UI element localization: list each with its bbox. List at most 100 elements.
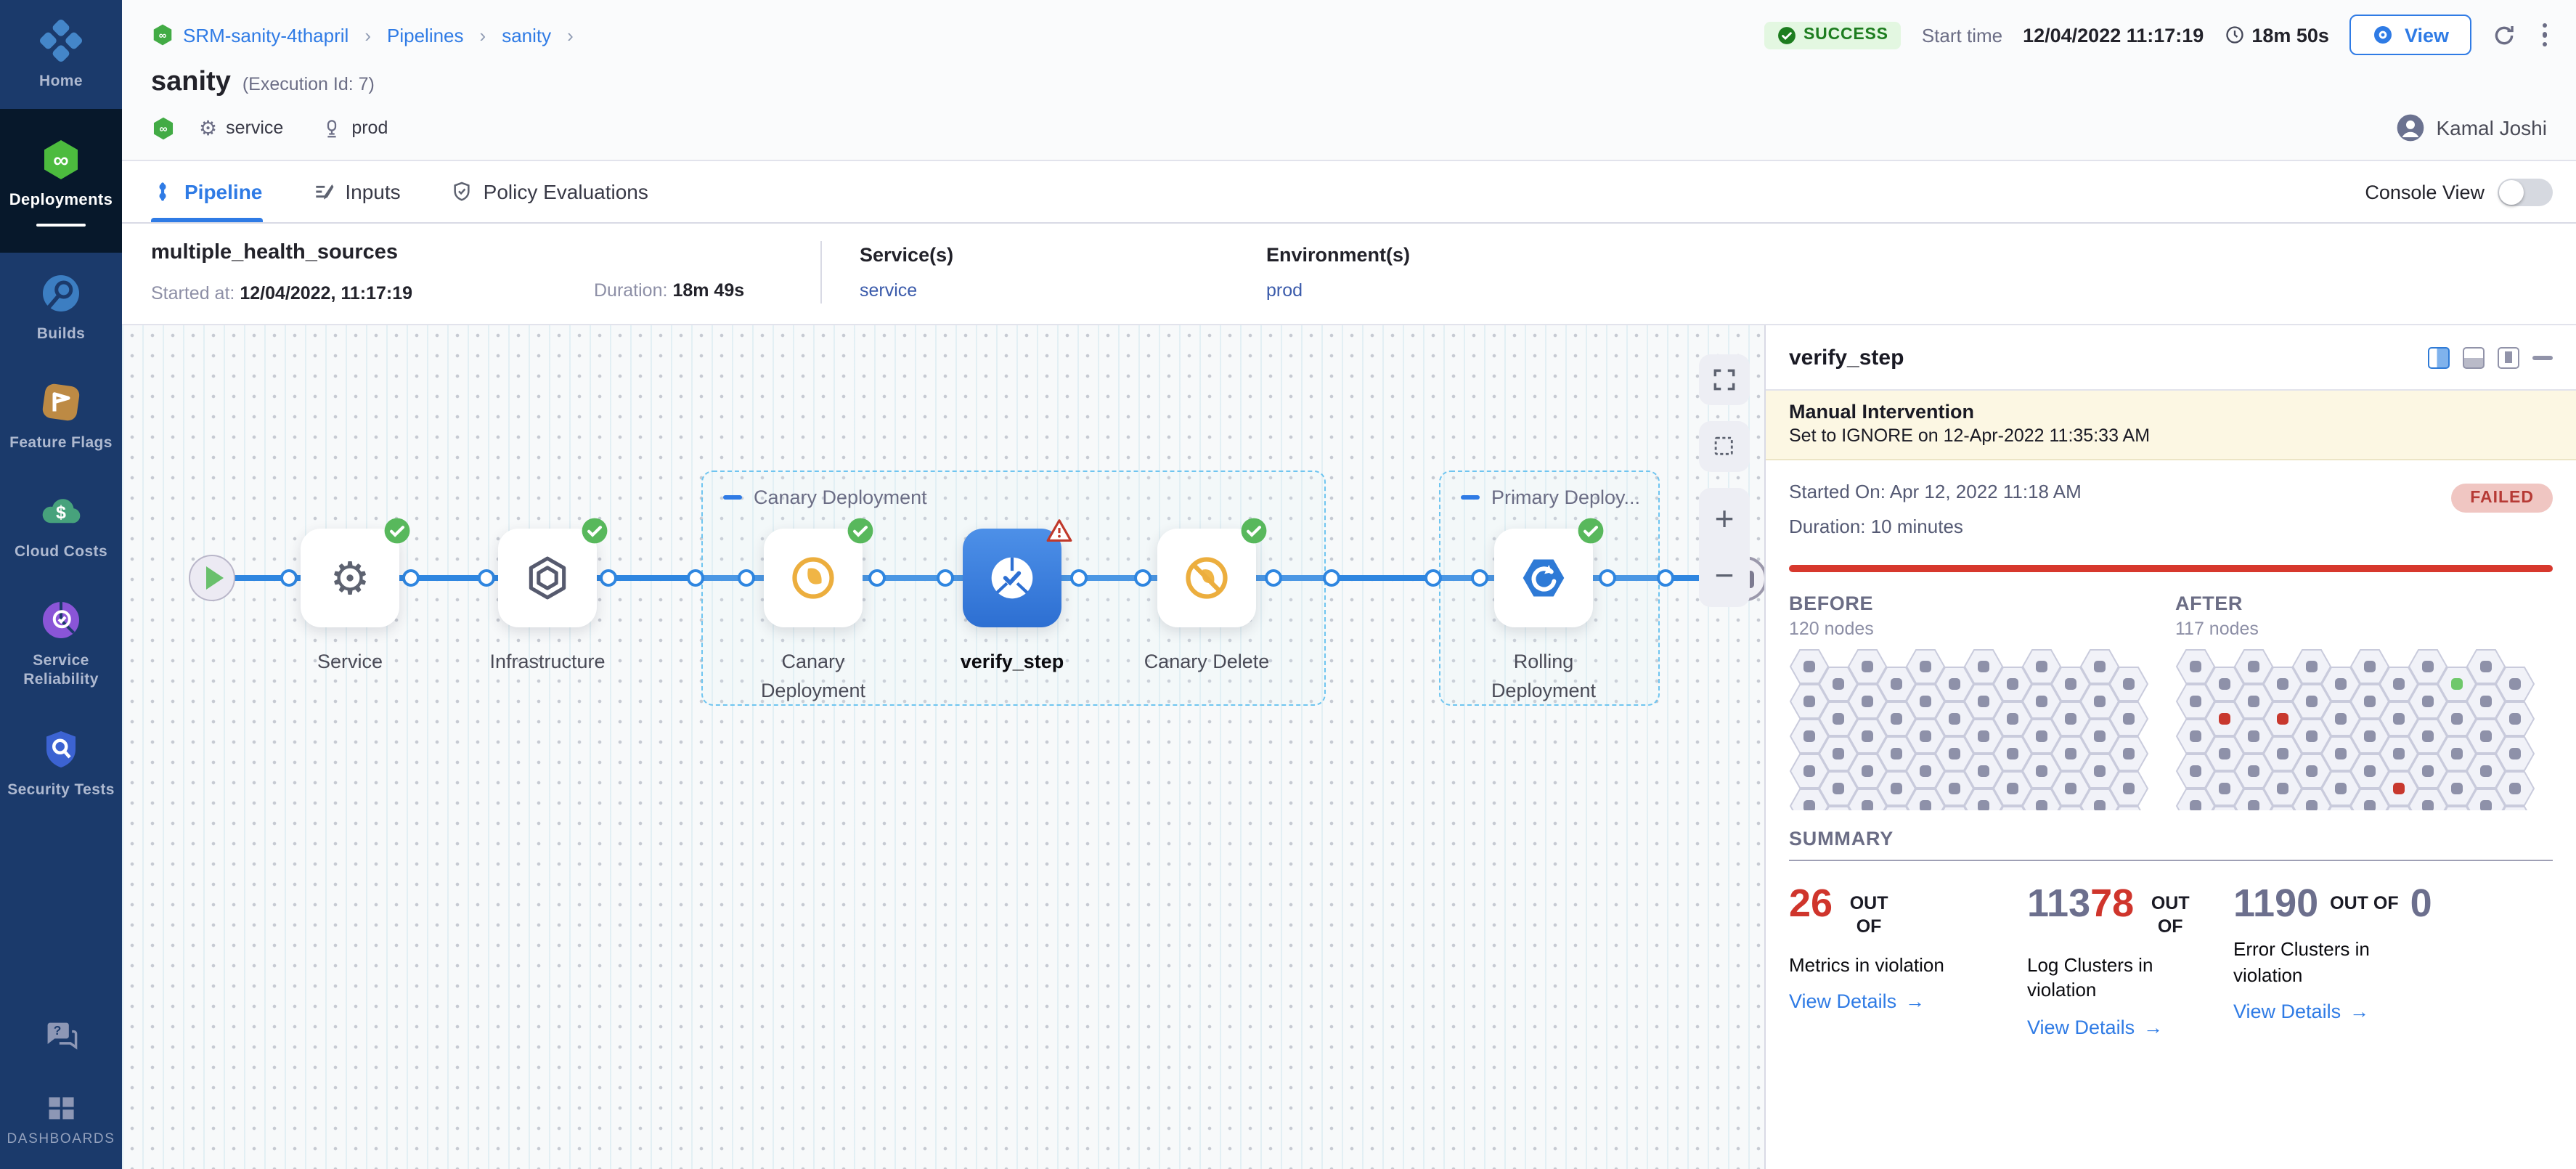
- panel-title: verify_step: [1789, 345, 1904, 370]
- arrow-right-icon: →: [2143, 1016, 2164, 1038]
- stage-name: multiple_health_sources: [151, 241, 399, 264]
- environment-link[interactable]: prod: [1266, 280, 1303, 301]
- breadcrumb-pipelines[interactable]: Pipelines: [387, 24, 464, 46]
- environment-icon: [327, 119, 337, 137]
- node-infrastructure[interactable]: [498, 518, 608, 627]
- sidebar-spacer: [0, 817, 122, 993]
- dashboards-icon: [49, 1097, 74, 1120]
- start-time-label: Start time: [1921, 24, 2003, 46]
- node-label: Rolling Deployment: [1491, 651, 1597, 701]
- service-tag[interactable]: ⚙ service: [199, 115, 284, 139]
- primary-group-label[interactable]: Primary Deploy...: [1461, 486, 1640, 508]
- tab-bar: Pipeline Inputs Policy Evaluations Conso…: [122, 160, 2576, 224]
- logs-violation-count: 78: [2090, 881, 2135, 925]
- marquee-select-button[interactable]: [1699, 421, 1750, 472]
- rolling-deployment-icon: [1523, 559, 1565, 597]
- sidebar-item-home[interactable]: Home: [0, 0, 122, 109]
- node-canary-deployment[interactable]: [764, 518, 873, 627]
- refresh-button[interactable]: [2491, 23, 2516, 47]
- sidebar-item-service-reliability[interactable]: Service Reliability: [0, 580, 122, 709]
- warning-badge-icon: [1046, 517, 1073, 545]
- node-rolling-deployment[interactable]: [1494, 518, 1604, 627]
- sidebar-item-deployments[interactable]: ∞ Deployments: [0, 109, 122, 253]
- sidebar-item-cloud-costs[interactable]: $ Cloud Costs: [0, 471, 122, 579]
- zoom-controls: + −: [1699, 488, 1750, 607]
- sidebar-item-builds[interactable]: Builds: [0, 253, 122, 362]
- after-node-grid[interactable]: [2175, 648, 2535, 810]
- success-badge-icon: [1240, 517, 1268, 545]
- policy-shield-icon: [454, 182, 470, 201]
- pipeline-canvas[interactable]: Canary Deployment Primary Deploy... ⚙: [122, 325, 1764, 1169]
- collapse-dash-icon: [1461, 495, 1480, 500]
- zoom-in-button[interactable]: +: [1714, 500, 1735, 537]
- node-verify-step[interactable]: [963, 519, 1072, 627]
- node-label: Canary Delete: [1144, 651, 1270, 672]
- clock-icon: [2225, 26, 2243, 44]
- environment-tag[interactable]: prod: [321, 117, 388, 139]
- failure-progress-bar: [1789, 565, 2553, 572]
- feature-flags-icon: [42, 383, 80, 421]
- zoom-out-button[interactable]: −: [1714, 556, 1735, 594]
- connector-ring: [738, 569, 755, 587]
- errors-label: Error Clusters in violation: [2233, 938, 2370, 986]
- canary-group-label[interactable]: Canary Deployment: [723, 486, 927, 508]
- started-at-value: 12/04/2022, 11:17:19: [240, 283, 413, 304]
- user-menu[interactable]: Kamal Joshi: [2395, 113, 2553, 142]
- node-canary-delete[interactable]: [1157, 518, 1267, 627]
- breadcrumb-pipeline-name[interactable]: sanity: [502, 24, 552, 46]
- console-view-toggle-group: Console View: [2365, 178, 2553, 205]
- before-node-count: 120 nodes: [1789, 619, 1874, 639]
- fit-to-screen-button[interactable]: [1699, 354, 1750, 405]
- sidebar-item-feature-flags[interactable]: Feature Flags: [0, 362, 122, 471]
- console-view-switch[interactable]: [2498, 178, 2553, 205]
- sidebar-item-label: Home: [39, 73, 83, 90]
- breadcrumb: ∞ SRM-sanity-4thapril › Pipelines › sani…: [151, 23, 581, 46]
- connector-ring: [1599, 569, 1616, 587]
- divider: [820, 241, 822, 304]
- service-gear-icon: ⚙: [330, 553, 370, 603]
- help-chat-button[interactable]: ?: [0, 993, 122, 1092]
- layout-right-view-icon[interactable]: [2428, 346, 2450, 368]
- success-badge-icon: [847, 517, 874, 545]
- arrow-right-icon: →: [1905, 990, 1925, 1013]
- logs-total-count: 113: [2027, 881, 2091, 925]
- service-link[interactable]: service: [860, 280, 918, 301]
- verify-icon: [991, 557, 1033, 599]
- errors-view-details-link[interactable]: View Details→: [2233, 1001, 2370, 1023]
- console-view-label: Console View: [2365, 181, 2485, 203]
- sidebar-item-label: DASHBOARDS: [7, 1131, 115, 1148]
- layout-bottom-view-icon[interactable]: [2463, 346, 2485, 368]
- pipeline-start-node[interactable]: [189, 555, 235, 601]
- connector-ring: [687, 569, 704, 587]
- metrics-view-details-link[interactable]: View Details→: [1789, 990, 1925, 1013]
- pipeline-status-icon: ∞: [153, 116, 174, 139]
- connector-ring: [280, 569, 298, 587]
- home-icon: [39, 19, 83, 62]
- status-badge: SUCCESS: [1764, 21, 1902, 49]
- sidebar-item-security-tests[interactable]: Security Tests: [0, 708, 122, 817]
- tab-pipeline[interactable]: Pipeline: [151, 161, 262, 222]
- tab-policy-evaluations[interactable]: Policy Evaluations: [450, 161, 648, 222]
- user-name: Kamal Joshi: [2436, 116, 2547, 139]
- tab-inputs[interactable]: Inputs: [311, 161, 401, 222]
- layout-minimized-view-icon[interactable]: [2498, 346, 2519, 368]
- before-label: BEFORE: [1789, 592, 1874, 614]
- step-duration: Duration: 10 minutes: [1789, 516, 1963, 537]
- summary-heading: SUMMARY: [1789, 828, 1894, 850]
- view-button[interactable]: View: [2349, 15, 2471, 55]
- connector-ring: [1471, 569, 1488, 587]
- breadcrumb-project[interactable]: SRM-sanity-4thapril: [183, 24, 349, 46]
- svg-text:?: ?: [54, 1023, 62, 1038]
- cloud-costs-icon: $: [42, 499, 81, 524]
- success-badge-icon: [383, 517, 411, 545]
- logs-view-details-link[interactable]: View Details→: [2027, 1016, 2164, 1038]
- sidebar-item-label: Deployments: [9, 192, 113, 210]
- collapse-panel-icon[interactable]: [2532, 355, 2553, 359]
- sidebar-item-dashboards[interactable]: DASHBOARDS: [0, 1092, 122, 1169]
- node-service[interactable]: ⚙: [301, 518, 410, 627]
- more-options-button[interactable]: [2536, 20, 2553, 50]
- after-section: AFTER 117 nodes: [2175, 592, 2561, 810]
- connector-ring: [402, 569, 420, 587]
- connector-ring: [1265, 569, 1282, 587]
- before-node-grid[interactable]: [1789, 648, 2149, 810]
